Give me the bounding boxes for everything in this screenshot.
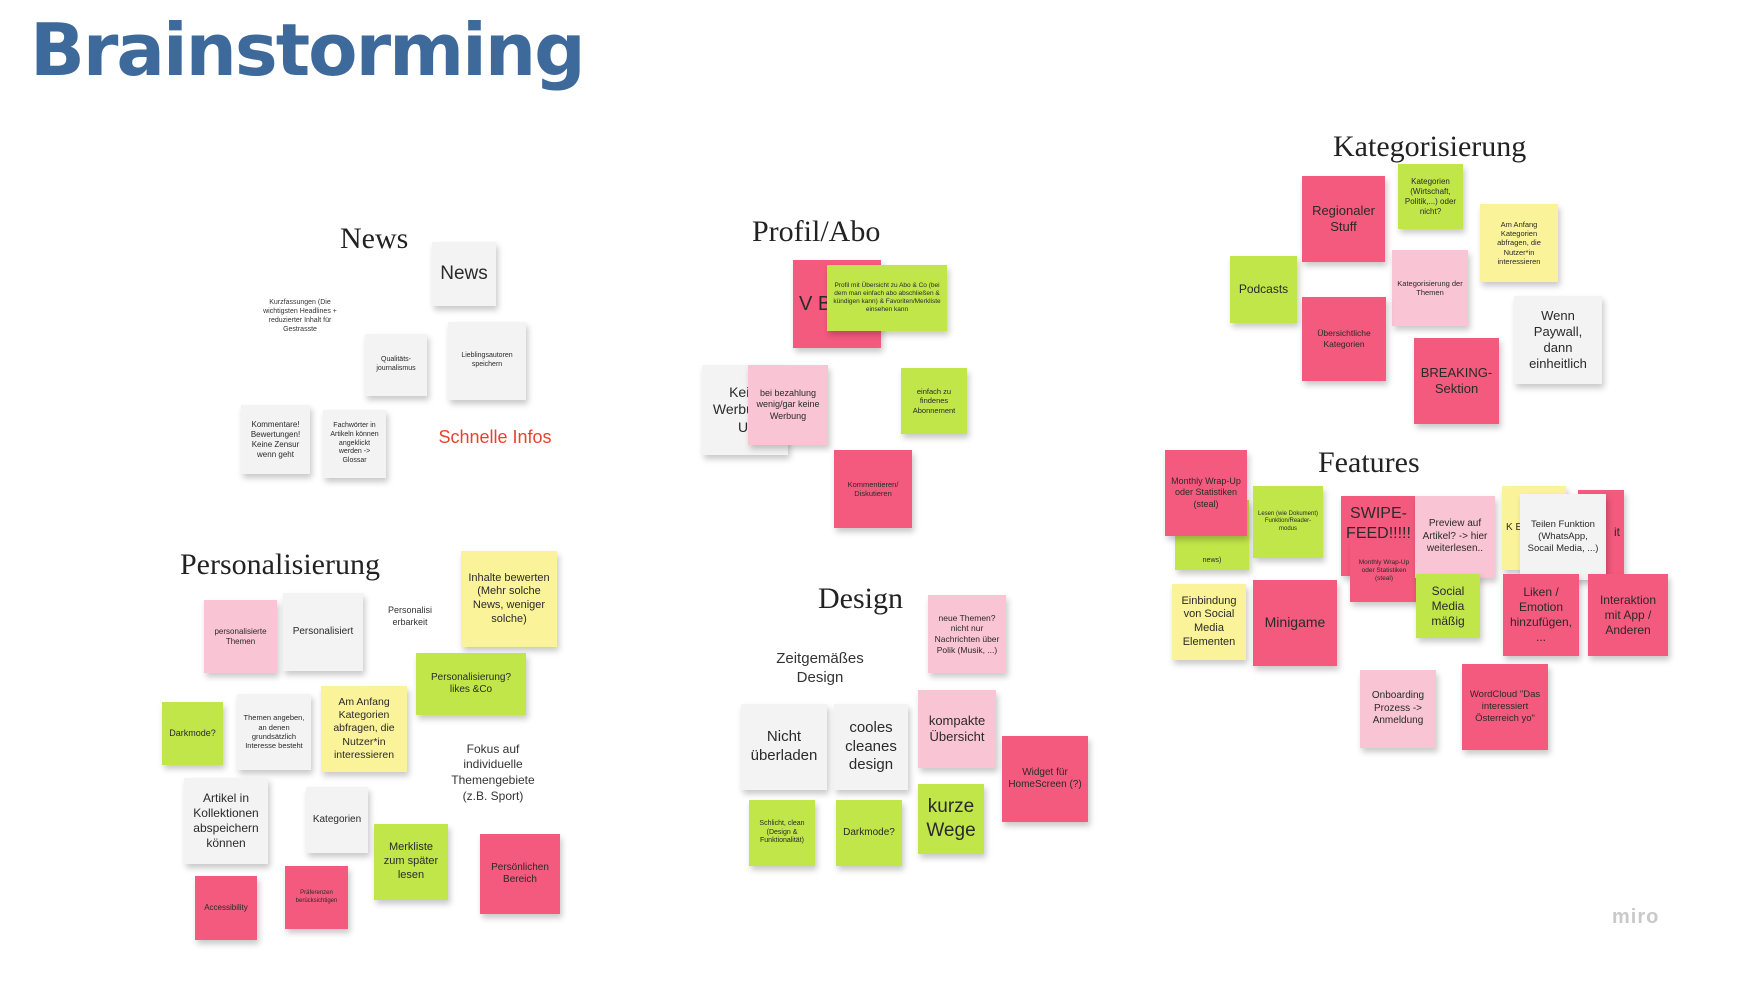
sticky-bei-bezahlung[interactable]: bei bezahlung wenig/gar keine Werbung xyxy=(748,365,828,445)
sticky-onboarding[interactable]: Onboarding Prozess -> Anmeldung xyxy=(1360,670,1436,748)
text-zeitgemaesses-design: Zeitgemäßes Design xyxy=(776,649,864,687)
sticky-interaktion-app[interactable]: Interaktion mit App / Anderen xyxy=(1588,574,1668,656)
sticky-merkliste[interactable]: Merkliste zum später lesen xyxy=(374,824,448,900)
cluster-title-profil-abo: Profil/Abo xyxy=(752,215,881,248)
sticky-liken-emotion[interactable]: Liken / Emotion hinzufügen, ... xyxy=(1503,574,1579,656)
sticky-breaking-sektion[interactable]: BREAKING-Sektion xyxy=(1414,338,1499,424)
sticky-kommentieren[interactable]: Kommentieren/ Diskutieren xyxy=(834,450,912,528)
sticky-artikel-kollektionen[interactable]: Artikel in Kollektionen abspeichern könn… xyxy=(184,778,268,864)
sticky-podcasts[interactable]: Podcasts xyxy=(1230,256,1297,323)
sticky-preview-artikel[interactable]: Preview auf Artikel? -> hier weiterlesen… xyxy=(1415,496,1495,578)
sticky-schlicht-clean[interactable]: Schlicht, clean (Design & Funktionalität… xyxy=(749,800,815,866)
sticky-accessibility[interactable]: Accessibility xyxy=(195,876,257,940)
text-personalisierbarkeit: Personalisi erbarkeit xyxy=(387,605,433,627)
sticky-einfach-abonnement[interactable]: einfach zu findenes Abonnement xyxy=(901,368,967,434)
sticky-monthly-wrapup-small[interactable]: Monthly Wrap-Up oder Statistiken (steal) xyxy=(1350,540,1418,602)
sticky-kompakte-uebersicht[interactable]: kompakte Übersicht xyxy=(918,690,996,768)
sticky-darkmode-personalisierung[interactable]: Darkmode? xyxy=(162,702,223,765)
sticky-fachwoerter[interactable]: Fachwörter in Artikeln können angeklickt… xyxy=(323,410,386,478)
sticky-monthly-wrapup[interactable]: Monthly Wrap-Up oder Statistiken (steal) xyxy=(1165,450,1247,536)
sticky-darkmode-design[interactable]: Darkmode? xyxy=(836,800,902,866)
sticky-nicht-ueberladen[interactable]: Nicht überladen xyxy=(741,704,827,790)
sticky-kategorien-wirtschaft[interactable]: Kategorien (Wirtschaft, Politik,...) ode… xyxy=(1398,164,1463,229)
sticky-social-media-maessig[interactable]: Social Media mäßig xyxy=(1416,574,1480,638)
sticky-praeferenzen[interactable]: Präferenzen berücksichtigen xyxy=(285,866,348,929)
cluster-title-personalisierung: Personalisierung xyxy=(180,548,380,581)
miro-logo: miro xyxy=(1612,906,1660,928)
sticky-lesen-reader-modus[interactable]: Lesen (wie Dokument) Funktion/Reader-mod… xyxy=(1253,486,1323,558)
sticky-personalisiert[interactable]: Personalisiert xyxy=(283,593,363,671)
cluster-title-features: Features xyxy=(1318,446,1420,479)
sticky-kommentare[interactable]: Kommentare! Bewertungen! Keine Zensur we… xyxy=(241,405,310,474)
sticky-kategorien[interactable]: Kategorien xyxy=(306,787,368,853)
sticky-teilen-funktion[interactable]: Teilen Funktion (WhatsApp, Socail Media,… xyxy=(1520,494,1606,580)
sticky-minigame[interactable]: Minigame xyxy=(1253,580,1337,666)
sticky-wordcloud[interactable]: WordCloud "Das interessiert Österreich y… xyxy=(1462,664,1548,750)
sticky-am-anfang-personalisierung[interactable]: Am Anfang Kategorien abfragen, die Nutze… xyxy=(321,686,407,772)
sticky-qualitaetsjournalismus[interactable]: Qualitäts-journalismus xyxy=(365,334,427,396)
sticky-regionaler-stuff[interactable]: Regionaler Stuff xyxy=(1302,176,1385,262)
sticky-neue-themen[interactable]: neue Themen? nicht nur Nachrichten über … xyxy=(928,595,1006,673)
sticky-personalisierte-themen[interactable]: personalisierte Themen xyxy=(204,600,277,673)
text-fokus-themengebiete: Fokus auf individuelle Themengebiete (z.… xyxy=(451,741,535,803)
sticky-einbindung-social[interactable]: Einbindung von Social Media Elementen xyxy=(1172,584,1246,660)
text-schnelle-infos: Schnelle Infos xyxy=(438,427,552,448)
cluster-title-news: News xyxy=(340,222,409,255)
sticky-persoenlicher-bereich[interactable]: Persönlichen Bereich xyxy=(480,834,560,914)
sticky-inhalte-bewerten[interactable]: Inhalte bewerten (Mehr solche News, weni… xyxy=(461,551,557,647)
sticky-kategorisierung-themen[interactable]: Kategorisierung der Themen xyxy=(1392,250,1468,326)
sticky-widget-homescreen[interactable]: Widget für HomeScreen (?) xyxy=(1002,736,1088,822)
sticky-wenn-paywall[interactable]: Wenn Paywall, dann einheitlich xyxy=(1514,296,1602,384)
sticky-lieblingsautoren[interactable]: Lieblingsautoren speichern xyxy=(448,322,526,400)
sticky-cooles-design[interactable]: cooles cleanes design xyxy=(834,704,908,790)
cluster-title-kategorisierung: Kategorisierung xyxy=(1333,130,1527,163)
text-kurzfassungen: Kurzfassungen (Die wichtigsten Headlines… xyxy=(263,298,337,334)
sticky-news[interactable]: News xyxy=(432,242,496,306)
sticky-personalisierung-likes[interactable]: Personalisierung? likes &Co xyxy=(416,653,526,715)
sticky-profil-uebersicht[interactable]: Profil mit Übersicht zu Abo & Co (bei de… xyxy=(827,265,947,331)
sticky-am-anfang-kategorien[interactable]: Am Anfang Kategorien abfragen, die Nutze… xyxy=(1480,204,1558,282)
page-title: Brainstorming xyxy=(30,8,586,92)
cluster-title-design: Design xyxy=(818,582,903,615)
sticky-themen-angeben[interactable]: Themen angeben, an denen grundsätzlich I… xyxy=(237,694,311,770)
sticky-uebersichtliche-kategorien[interactable]: Übersichtliche Kategorien xyxy=(1302,297,1386,381)
sticky-kurze-wege[interactable]: kurze Wege xyxy=(918,784,984,854)
